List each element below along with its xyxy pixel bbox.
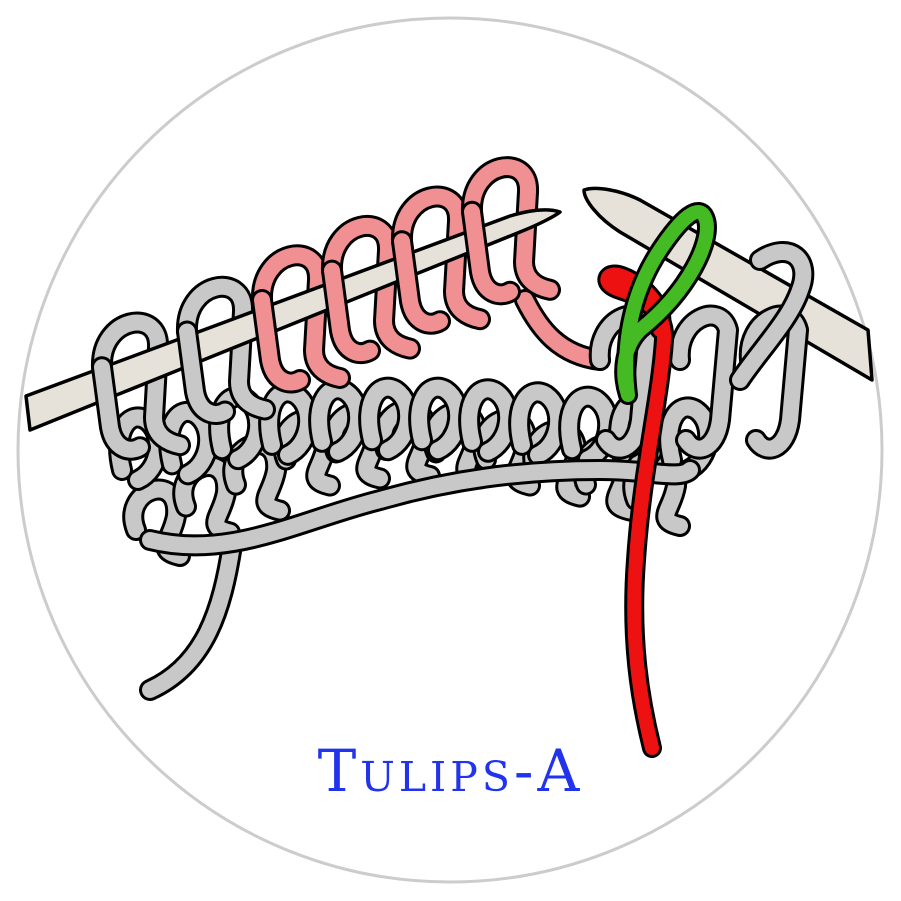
- pink-stitch-loop-icon: [461, 200, 521, 306]
- gray-stitch-loop-icon: [176, 275, 276, 421]
- caption-text: Tulips-A: [317, 737, 584, 805]
- pink-stitch-loop-icon: [321, 215, 421, 360]
- loops-behind-needle: [91, 156, 611, 457]
- pink-float: [514, 289, 611, 371]
- yarn-tail-icon: [139, 534, 243, 701]
- gray-stitch-loop-icon: [729, 241, 815, 391]
- left-needle: [24, 208, 562, 432]
- pink-stitch-loop-icon: [461, 156, 561, 301]
- pink-stitch-loop-icon: [391, 185, 491, 331]
- fabric-stitch-upper: [358, 376, 420, 462]
- gray-stitch-loop-icon: [91, 356, 151, 461]
- gray-stitch-loop-icon: [668, 304, 739, 460]
- red-working-yarn-icon: [597, 264, 674, 758]
- red-working-yarn-strand: [597, 264, 674, 758]
- fabric-stitch-upper: [458, 378, 520, 463]
- pink-stitch-loop-icon: [391, 230, 451, 335]
- yarn-tail-strand: [139, 534, 243, 701]
- gray-stitch-loop-icon: [738, 304, 809, 460]
- pattern-caption: Tulips-A: [0, 742, 901, 800]
- green-yarn-loop-icon: [614, 202, 717, 405]
- fabric-stitch-upper: [508, 381, 570, 466]
- pink-stitch-loop-icon: [321, 259, 381, 365]
- fabric-stitch-upper: [408, 376, 470, 462]
- knitted-fabric-icon: [108, 376, 720, 567]
- loops-in-front-of-needle: [91, 200, 815, 461]
- green-yarn-loop-strand: [614, 202, 717, 405]
- knitting-needle-icon: [24, 208, 562, 432]
- pink-stitch-loop-icon: [251, 289, 311, 394]
- gray-stitch-loop-icon: [91, 311, 191, 457]
- gray-stitch-loop-icon: [176, 320, 236, 425]
- pink-stitch-loop-icon: [251, 244, 351, 389]
- circle-frame-icon: [16, 16, 884, 884]
- fabric-stitch-upper: [308, 378, 370, 463]
